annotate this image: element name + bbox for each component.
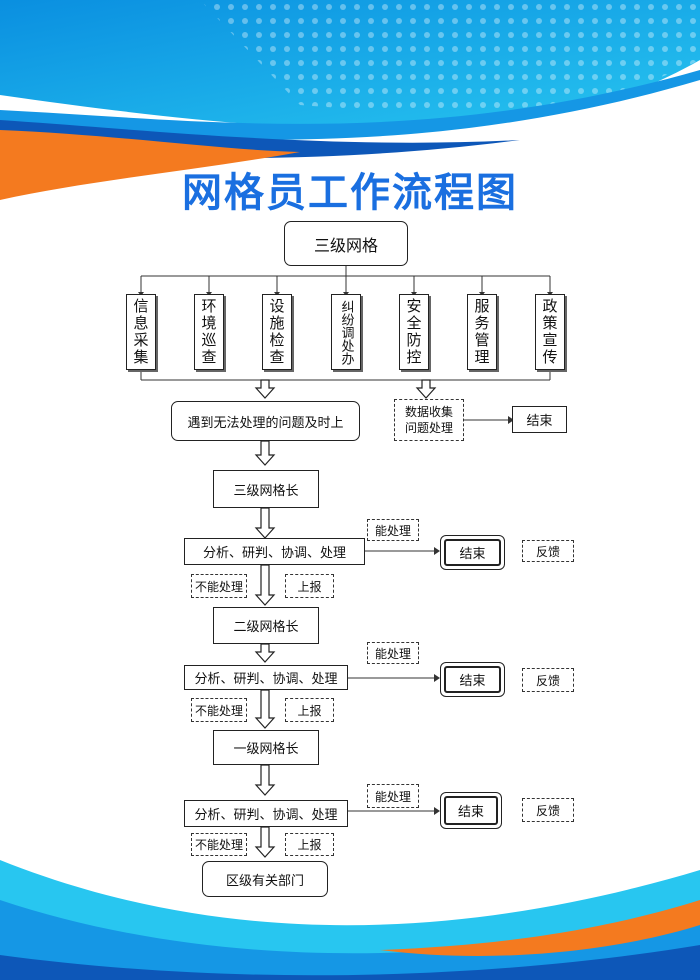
cannot-handle-label: 不能处理 — [191, 698, 247, 722]
page-title: 网格员工作流程图 — [182, 170, 518, 216]
end-box: 结束 — [440, 792, 502, 829]
feedback-label: 反馈 — [522, 540, 574, 562]
feedback-label: 反馈 — [522, 798, 574, 822]
end-box: 结束 — [512, 406, 567, 433]
top-level-grid-box: 三级网格 — [284, 221, 408, 266]
category-box: 服务管理 — [467, 294, 497, 370]
end-label: 结束 — [444, 666, 501, 693]
escalate-label: 上报 — [285, 833, 334, 856]
end-box: 结束 — [440, 535, 505, 570]
category-box: 安全防控 — [399, 294, 429, 370]
category-box: 设施检查 — [262, 294, 292, 370]
level2-grid-leader-box: 二级网格长 — [213, 607, 319, 644]
category-box: 政策宣传 — [535, 294, 565, 370]
escalate-label: 上报 — [285, 698, 334, 722]
feedback-label: 反馈 — [522, 668, 574, 692]
escalate-label: 上报 — [285, 574, 334, 598]
level1-grid-leader-box: 一级网格长 — [213, 730, 319, 765]
category-box: 环境巡查 — [194, 294, 224, 370]
can-handle-label: 能处理 — [367, 642, 419, 664]
analysis-box: 分析、研判、协调、处理 — [184, 800, 348, 827]
end-box: 结束 — [440, 662, 505, 697]
analysis-box: 分析、研判、协调、处理 — [184, 665, 348, 690]
data-collect-box: 数据收集问题处理 — [394, 399, 464, 441]
level3-grid-leader-box: 三级网格长 — [213, 470, 319, 508]
district-departments-box: 区级有关部门 — [202, 861, 328, 897]
cannot-handle-label: 不能处理 — [191, 833, 247, 856]
end-label: 结束 — [444, 539, 501, 566]
report-up-box: 遇到无法处理的问题及时上 — [171, 401, 360, 441]
can-handle-label: 能处理 — [367, 784, 419, 808]
category-box: 信息采集 — [126, 294, 156, 370]
analysis-box: 分析、研判、协调、处理 — [184, 538, 365, 565]
category-box: 纠纷调处办 — [331, 294, 361, 370]
end-label: 结束 — [444, 796, 498, 825]
can-handle-label: 能处理 — [367, 519, 419, 541]
cannot-handle-label: 不能处理 — [191, 574, 247, 598]
